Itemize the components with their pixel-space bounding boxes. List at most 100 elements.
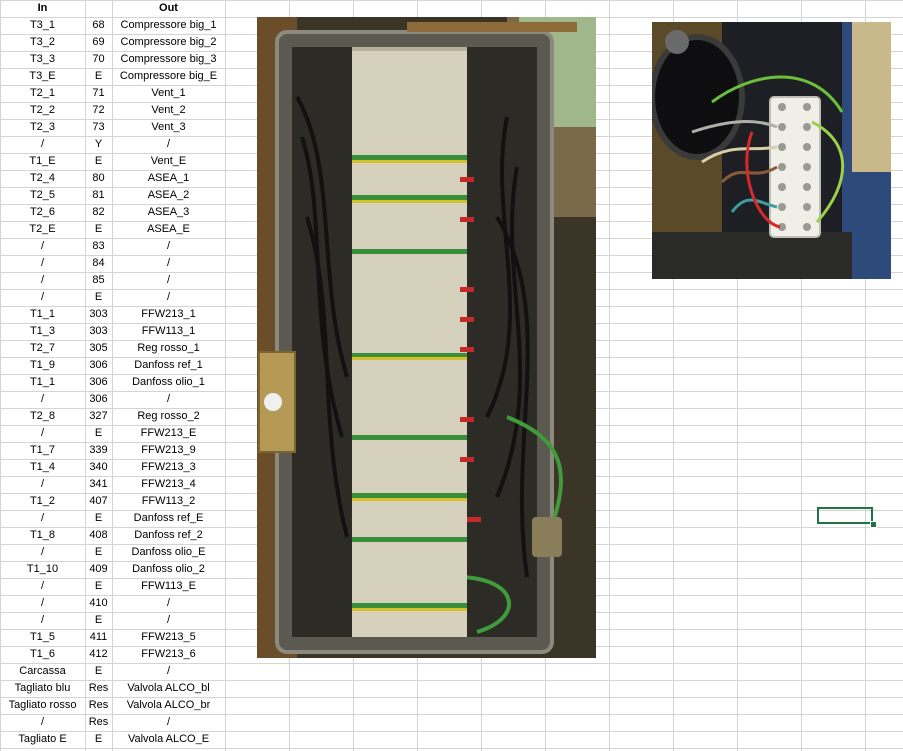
cell-in[interactable]: / bbox=[40, 240, 45, 252]
cell-num[interactable]: E bbox=[94, 512, 103, 524]
cell-in[interactable]: / bbox=[40, 580, 45, 592]
cell-num[interactable]: 340 bbox=[89, 461, 108, 473]
cell-out[interactable]: FFW213_9 bbox=[141, 444, 196, 456]
cell-out[interactable]: FFW213_E bbox=[140, 427, 197, 439]
cell-out[interactable]: / bbox=[166, 291, 171, 303]
cell-out[interactable]: / bbox=[166, 597, 171, 609]
cell-out[interactable]: Danfoss olio_2 bbox=[132, 563, 205, 575]
cell-in[interactable]: / bbox=[40, 393, 45, 405]
cell-out[interactable]: / bbox=[166, 257, 171, 269]
cell-out[interactable]: Danfoss ref_E bbox=[133, 512, 204, 524]
cell-out[interactable]: Compressore big_1 bbox=[120, 19, 217, 31]
cell-out[interactable]: / bbox=[166, 138, 171, 150]
cell-in[interactable]: T1_4 bbox=[29, 461, 56, 473]
cell-num[interactable]: 341 bbox=[89, 478, 108, 490]
selected-cell[interactable] bbox=[817, 507, 873, 524]
cell-in[interactable]: / bbox=[40, 597, 45, 609]
cell-num[interactable]: 305 bbox=[89, 342, 108, 354]
cell-num[interactable]: 82 bbox=[92, 206, 105, 218]
cell-num[interactable]: 327 bbox=[89, 410, 108, 422]
cell-in[interactable]: T2_E bbox=[29, 223, 56, 235]
cell-in[interactable]: T2_3 bbox=[29, 121, 56, 133]
cell-out[interactable]: Vent_1 bbox=[151, 87, 186, 99]
cell-num[interactable]: 339 bbox=[89, 444, 108, 456]
cell-in[interactable]: / bbox=[40, 478, 45, 490]
cell-out[interactable]: Vent_3 bbox=[151, 121, 186, 133]
cell-num[interactable]: 83 bbox=[92, 240, 105, 252]
cell-num[interactable]: E bbox=[94, 546, 103, 558]
cell-in[interactable]: / bbox=[40, 512, 45, 524]
cell-in[interactable]: T1_1 bbox=[29, 308, 56, 320]
cell-in[interactable]: Carcassa bbox=[19, 665, 66, 677]
fill-handle[interactable] bbox=[870, 521, 877, 528]
cell-in[interactable]: T1_10 bbox=[26, 563, 59, 575]
cell-num[interactable]: E bbox=[94, 427, 103, 439]
cell-num[interactable]: 73 bbox=[92, 121, 105, 133]
cell-in[interactable]: / bbox=[40, 614, 45, 626]
cell-out[interactable]: ASEA_E bbox=[147, 223, 190, 235]
cell-out[interactable]: Danfoss olio_E bbox=[131, 546, 206, 558]
cell-in[interactable]: T2_8 bbox=[29, 410, 56, 422]
cell-num[interactable]: E bbox=[94, 291, 103, 303]
cell-in[interactable]: T2_1 bbox=[29, 87, 56, 99]
header-num[interactable] bbox=[85, 0, 112, 17]
cell-out[interactable]: / bbox=[166, 665, 171, 677]
cell-num[interactable]: 72 bbox=[92, 104, 105, 116]
cell-out[interactable]: ASEA_2 bbox=[147, 189, 190, 201]
cell-num[interactable]: E bbox=[94, 665, 103, 677]
cell-in[interactable]: T2_6 bbox=[29, 206, 56, 218]
cell-num[interactable]: E bbox=[94, 733, 103, 745]
cell-num[interactable]: 69 bbox=[92, 36, 105, 48]
cell-num[interactable]: 407 bbox=[89, 495, 108, 507]
cell-num[interactable]: 303 bbox=[89, 308, 108, 320]
cell-in[interactable]: / bbox=[40, 274, 45, 286]
cell-num[interactable]: 408 bbox=[89, 529, 108, 541]
cell-num[interactable]: Res bbox=[88, 716, 109, 728]
cell-out[interactable]: FFW113_2 bbox=[141, 495, 196, 507]
cell-num[interactable]: 85 bbox=[92, 274, 105, 286]
cell-out[interactable]: Danfoss ref_1 bbox=[134, 359, 203, 371]
cell-out[interactable]: Vent_E bbox=[150, 155, 187, 167]
cell-in[interactable]: T2_7 bbox=[29, 342, 56, 354]
cell-out[interactable]: / bbox=[166, 716, 171, 728]
cell-in[interactable]: T2_5 bbox=[29, 189, 56, 201]
cell-num[interactable]: 84 bbox=[92, 257, 105, 269]
cell-in[interactable]: T1_7 bbox=[29, 444, 56, 456]
cell-out[interactable]: Reg rosso_1 bbox=[137, 342, 200, 354]
cell-out[interactable]: FFW213_6 bbox=[141, 648, 196, 660]
cell-in[interactable]: Tagliato E bbox=[18, 733, 67, 745]
cell-in[interactable]: T1_8 bbox=[29, 529, 56, 541]
cell-out[interactable]: / bbox=[166, 240, 171, 252]
cell-out[interactable]: FFW213_1 bbox=[141, 308, 196, 320]
cell-in[interactable]: T2_2 bbox=[29, 104, 56, 116]
cell-out[interactable]: / bbox=[166, 274, 171, 286]
cell-out[interactable]: Valvola ALCO_E bbox=[127, 733, 210, 745]
cell-out[interactable]: Reg rosso_2 bbox=[137, 410, 200, 422]
cell-num[interactable]: E bbox=[94, 580, 103, 592]
cell-out[interactable]: ASEA_3 bbox=[147, 206, 190, 218]
cell-in[interactable]: Tagliato rosso bbox=[8, 699, 77, 711]
header-in[interactable]: In bbox=[37, 2, 48, 14]
cell-in[interactable]: T3_E bbox=[29, 70, 56, 82]
cell-num[interactable]: 306 bbox=[89, 393, 108, 405]
cell-num[interactable]: Res bbox=[88, 682, 109, 694]
cell-num[interactable]: E bbox=[94, 70, 103, 82]
cell-num[interactable]: E bbox=[94, 223, 103, 235]
cell-in[interactable]: T1_E bbox=[29, 155, 56, 167]
cell-in[interactable]: / bbox=[40, 546, 45, 558]
cell-in[interactable]: T3_1 bbox=[29, 19, 56, 31]
cell-num[interactable]: E bbox=[94, 614, 103, 626]
cell-num[interactable]: Y bbox=[94, 138, 103, 150]
cell-num[interactable]: 306 bbox=[89, 359, 108, 371]
cell-in[interactable]: / bbox=[40, 427, 45, 439]
cell-num[interactable]: 306 bbox=[89, 376, 108, 388]
cell-in[interactable]: / bbox=[40, 257, 45, 269]
header-out[interactable]: Out bbox=[159, 2, 178, 14]
cell-num[interactable]: 303 bbox=[89, 325, 108, 337]
cell-out[interactable]: Valvola ALCO_bl bbox=[127, 682, 210, 694]
cell-in[interactable]: / bbox=[40, 716, 45, 728]
cell-out[interactable]: FFW213_5 bbox=[141, 631, 196, 643]
cell-num[interactable]: 80 bbox=[92, 172, 105, 184]
cell-num[interactable]: 409 bbox=[89, 563, 108, 575]
cell-num[interactable]: 410 bbox=[89, 597, 108, 609]
